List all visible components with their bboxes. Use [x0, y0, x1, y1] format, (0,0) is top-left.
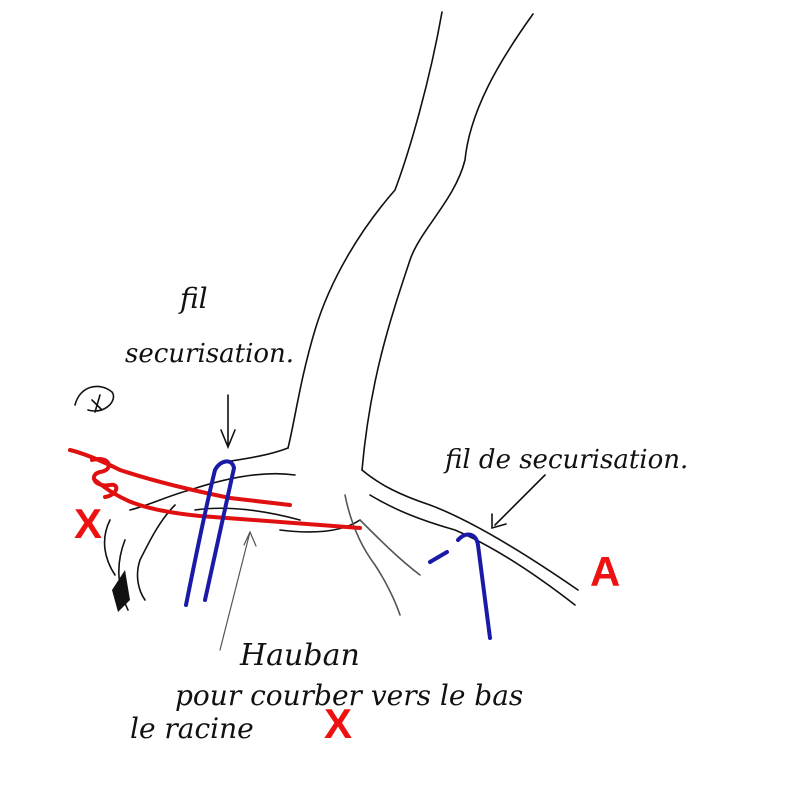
trunk-right-edge [361, 13, 534, 471]
red-wire-coil [90, 457, 119, 499]
root-middle [344, 494, 421, 616]
blue-wire-left [184, 459, 237, 607]
root-tip-black [112, 570, 130, 612]
label-hauban-2: pour courber vers le bas [175, 679, 523, 712]
blue-wire-right-stub [428, 550, 449, 564]
label-fil-left-2: securisation. [125, 339, 294, 369]
arrow-hauban [219, 530, 257, 651]
arrow-fil-right [491, 474, 546, 530]
red-wires [68, 448, 362, 530]
marker-x-bottom: X [324, 700, 352, 747]
label-hauban-3: le racine [130, 712, 254, 745]
label-hauban: Hauban [239, 638, 360, 673]
marker-a: A [590, 548, 620, 595]
trunk-left-edge [287, 11, 443, 449]
label-fil-right: fil de securisation. [443, 445, 688, 475]
root-right [361, 469, 579, 606]
arrow-fil-left [220, 394, 236, 450]
blue-wire-right [456, 532, 492, 640]
root-left [129, 447, 296, 601]
blue-wires [184, 459, 492, 640]
small-leaf-sketch [74, 385, 115, 413]
tree-outline [74, 11, 579, 651]
label-fil-left-1: fil [178, 282, 208, 315]
marker-x-left: X [74, 500, 102, 547]
